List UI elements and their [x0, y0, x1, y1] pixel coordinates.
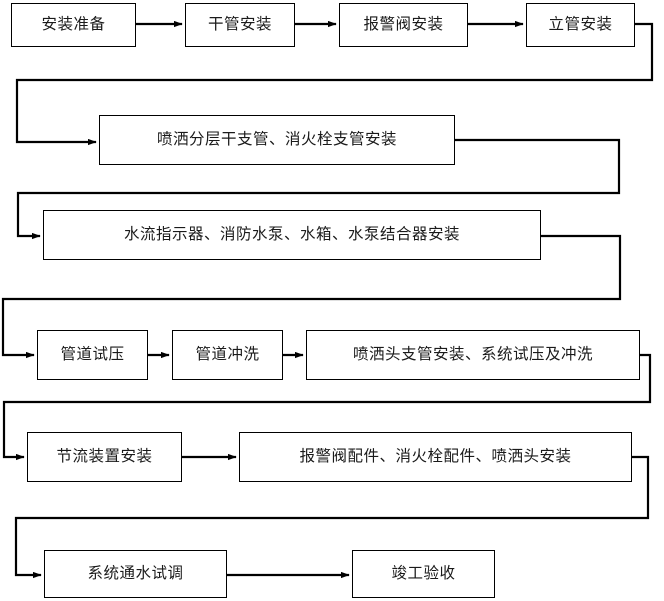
node-label: 安装准备: [41, 16, 106, 34]
node-installation-preparation[interactable]: 安装准备: [11, 3, 136, 47]
node-main-pipe-installation[interactable]: 干管安装: [185, 3, 295, 47]
node-label: 节流装置安装: [56, 448, 153, 466]
node-throttling-device-installation[interactable]: 节流装置安装: [27, 432, 182, 482]
node-sprinkler-head-branch-test-flush[interactable]: 喷洒头支管安装、系统试压及冲洗: [306, 330, 640, 380]
node-valve-hydrant-sprinkler-fittings-installation[interactable]: 报警阀配件、消火栓配件、喷洒头安装: [239, 432, 632, 482]
node-alarm-valve-installation[interactable]: 报警阀安装: [339, 3, 468, 47]
node-completion-acceptance[interactable]: 竣工验收: [352, 550, 495, 598]
node-label: 报警阀安装: [363, 16, 444, 34]
node-system-water-commissioning[interactable]: 系统通水试调: [44, 550, 227, 598]
node-label: 竣工验收: [391, 565, 456, 583]
node-label: 喷洒分层干支管、消火栓支管安装: [156, 131, 397, 149]
node-label: 报警阀配件、消火栓配件、喷洒头安装: [299, 448, 572, 466]
node-label: 管道试压: [60, 346, 125, 364]
connector-n9-n10: [2, 353, 652, 461]
node-label: 水流指示器、消防水泵、水箱、水泵结合器安装: [123, 226, 460, 244]
node-label: 立管安装: [548, 16, 613, 34]
node-pipe-pressure-test[interactable]: 管道试压: [37, 330, 148, 380]
node-sprinkler-branch-pipe-installation[interactable]: 喷洒分层干支管、消火栓支管安装: [99, 115, 455, 165]
node-label: 系统通水试调: [87, 565, 184, 583]
node-riser-installation[interactable]: 立管安装: [526, 3, 635, 47]
node-flow-indicator-pump-tank-installation[interactable]: 水流指示器、消防水泵、水箱、水泵结合器安装: [43, 210, 541, 260]
node-label: 喷洒头支管安装、系统试压及冲洗: [352, 346, 593, 364]
connector-n6-n7: [1, 234, 622, 359]
node-pipe-flushing[interactable]: 管道冲洗: [172, 330, 283, 380]
node-label: 干管安装: [207, 16, 272, 34]
connector-n4-n5: [15, 22, 654, 146]
connector-n11-n12: [14, 455, 650, 579]
node-label: 管道冲洗: [195, 346, 260, 364]
connector-n5-n6: [16, 138, 621, 240]
